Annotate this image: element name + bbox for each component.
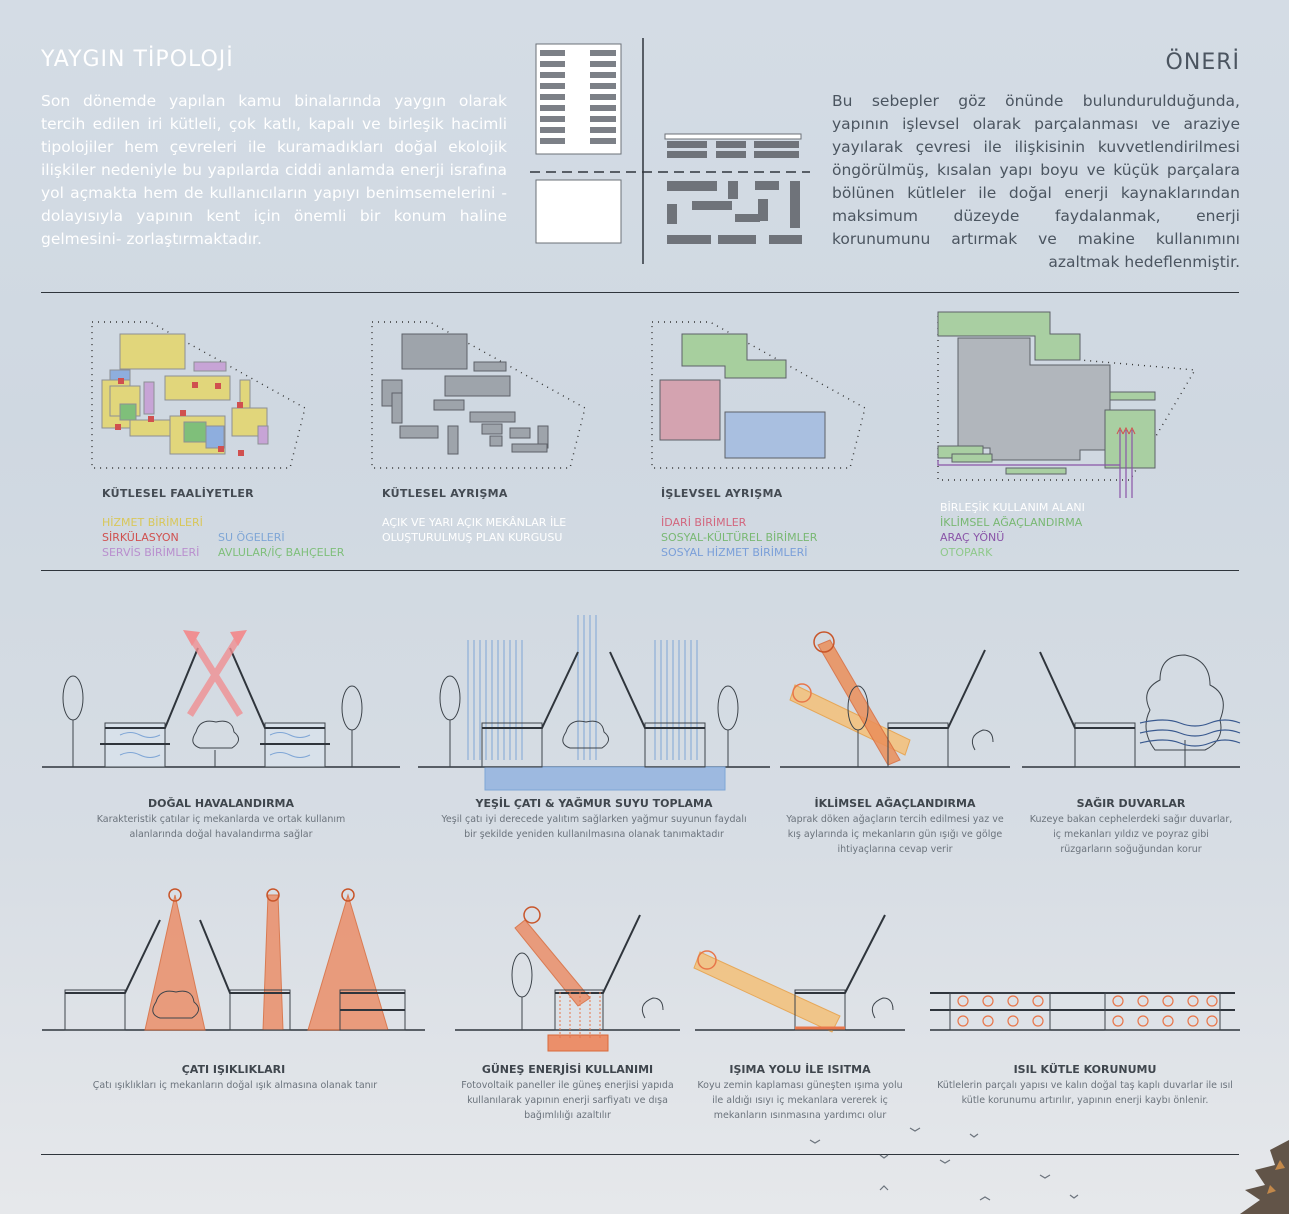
- section-4-text: Kuzeye bakan cephelerdeki sağır duvarlar…: [1029, 814, 1233, 855]
- legend-circulation: SİRKÜLASYON: [102, 531, 179, 544]
- legend-combined-use: BİRLEŞİK KULLANIM ALANI: [940, 501, 1085, 514]
- legend-parking: OTOPARK: [940, 546, 993, 559]
- mass-separation-plan: [371, 321, 586, 469]
- section-natural-ventilation: [42, 630, 400, 768]
- typology-pictogram: [530, 38, 810, 264]
- section-radiant-heating: [693, 914, 905, 1033]
- diagram-2-title: KÜTLESEL AYRIŞMA: [382, 487, 508, 500]
- legend-social: SOSYAL HİZMET BİRİMLERİ: [661, 546, 808, 559]
- proposal-title: ÖNERİ: [1165, 50, 1240, 75]
- section-7-text: Koyu zemin kaplaması güneşten ışıma yolu…: [697, 1080, 903, 1121]
- site-plan: [937, 311, 1197, 498]
- section-6-title: GÜNEŞ ENERJİSİ KULLANIMI: [481, 1063, 654, 1076]
- section-3-title: İKLİMSEL AĞAÇLANDIRMA: [814, 797, 976, 810]
- legend-cultural: SOSYAL-KÜLTÜREL BİRİMLER: [661, 531, 818, 544]
- functional-separation-plan: [651, 321, 866, 469]
- section-8-text: Kütlelerin parçalı yapısı ve kalın doğal…: [937, 1080, 1233, 1106]
- sections-row-1: [42, 615, 1241, 791]
- legend-courtyard: AVLULAR/İÇ BAHÇELER: [218, 546, 345, 559]
- proposal-text: Bu sebepler göz önünde bulundurulduğunda…: [832, 92, 1240, 271]
- legend-vehicle-direction: ARAÇ YÖNÜ: [940, 531, 1005, 544]
- legend-climatic-planting: İKLİMSEL AĞAÇLANDIRMA: [940, 516, 1083, 529]
- legend-open-spaces-2: OLUŞTURULMUŞ PLAN KURGUSU: [382, 531, 563, 544]
- diagram-3-title: İŞLEVSEL AYRIŞMA: [661, 487, 783, 500]
- divider-3: [41, 1154, 1239, 1155]
- section-skylights: [42, 888, 425, 1031]
- legend-service: HİZMET BİRİMLERİ: [102, 516, 203, 529]
- mass-activity-plan: [91, 321, 306, 469]
- section-5-title: ÇATI IŞIKLIKLARI: [181, 1063, 286, 1076]
- section-4-title: SAĞIR DUVARLAR: [1076, 797, 1186, 810]
- legend-utility: SERVİS BİRİMLERİ: [102, 546, 200, 559]
- foliage-decoration: [1240, 1140, 1289, 1214]
- section-green-roof: [418, 615, 770, 791]
- section-1-title: DOĞAL HAVALANDIRMA: [148, 797, 294, 810]
- typology-title: YAYGIN TİPOLOJİ: [41, 47, 234, 72]
- section-solar: [455, 906, 680, 1052]
- divider-2: [41, 570, 1239, 571]
- legend-water: SU ÖGELERİ: [218, 531, 285, 544]
- sections-row-2: [42, 888, 1240, 1052]
- legend-admin: İDARİ BİRİMLER: [661, 516, 747, 529]
- divider-1: [41, 292, 1239, 293]
- diagram-1-title: KÜTLESEL FAALİYETLER: [102, 487, 254, 500]
- section-8-title: ISIL KÜTLE KORUNUMU: [1013, 1063, 1157, 1076]
- section-climatic-planting: [780, 631, 1010, 768]
- section-5-text: Çatı ışıklıkları iç mekanların doğal ışı…: [92, 1080, 378, 1091]
- typology-text: Son dönemde yapılan kamu binalarında yay…: [41, 92, 507, 248]
- section-1-text: Karakteristik çatılar iç mekanlarda ve o…: [96, 814, 346, 840]
- section-2-title: YEŞİL ÇATI & YAĞMUR SUYU TOPLAMA: [475, 797, 713, 810]
- section-7-title: IŞIMA YOLU İLE ISITMA: [729, 1063, 871, 1076]
- birds-decoration: [809, 1127, 1079, 1201]
- section-2-text: Yeşil çatı iyi derecede yalıtım sağlarke…: [441, 814, 747, 840]
- legend-open-spaces-1: AÇIK VE YARI AÇIK MEKÂNLAR İLE: [382, 516, 567, 529]
- section-3-text: Yaprak döken ağaçların tercih edilmesi y…: [786, 814, 1004, 855]
- section-6-text: Fotovoltaik paneller ile güneş enerjisi …: [461, 1080, 674, 1121]
- section-blank-walls: [1022, 651, 1241, 768]
- section-thermal-mass: [930, 992, 1240, 1031]
